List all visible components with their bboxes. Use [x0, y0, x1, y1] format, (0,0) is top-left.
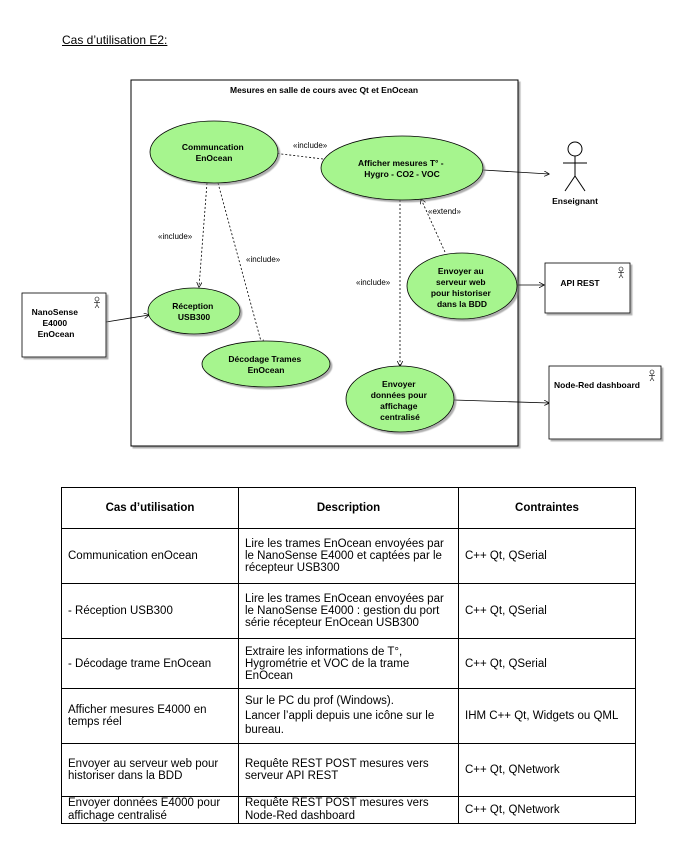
actor-stick-icon [649, 369, 655, 382]
header-contraintes: Contraintes [458, 487, 636, 529]
cell-constraints: C++ Qt, QSerial [458, 638, 636, 689]
cell-constraints: C++ Qt, QSerial [458, 528, 636, 584]
cell-description: Requête REST POST mesures vers Node-Red … [238, 795, 459, 825]
svg-text:Envoyer au serveur web: Envoyer au serveur web pour historiser d… [431, 266, 493, 309]
table-row: Envoyer données E4000 pour affichage cen… [61, 795, 636, 825]
cell-description: Lire les trames EnOcean envoyées par le … [238, 528, 459, 584]
use-case-envoyer-donnees: Envoyer données pour affichage centralis… [345, 365, 455, 433]
svg-text:Réception USB300: Réception USB300 [172, 301, 215, 322]
cell-case: Envoyer au serveur web pour historiser d… [61, 743, 239, 797]
label-include-4: «include» [356, 278, 391, 287]
include-communication-reception [199, 182, 208, 287]
header-cas: Cas d’utilisation [61, 487, 239, 529]
table-row: Envoyer au serveur web pour historiser d… [61, 743, 636, 797]
cell-description: Requête REST POST mesures vers serveur A… [238, 743, 459, 797]
svg-text:NanoSense E4000 En: NanoSense E4000 EnOcean [32, 307, 81, 339]
actor-api-rest: API REST [544, 262, 631, 314]
use-case-diagram: Mesures en salle de cours avec Qt et EnO… [21, 79, 662, 447]
cell-constraints: C++ Qt, QSerial [458, 583, 636, 639]
table-row: - Décodage trame EnOcean Extraire les in… [61, 638, 636, 689]
table-row: Communication enOcean Lire les trames En… [61, 528, 636, 584]
label-extend: «extend» [428, 207, 461, 216]
svg-text:Décodage Trames EnOcean: Décodage Trames EnOcean [228, 354, 303, 375]
svg-text:Afficher mesures T° - Hy: Afficher mesures T° - Hygro - CO2 - VOC [358, 158, 446, 179]
label-include-3: «include» [246, 255, 281, 264]
actor-node-red: Node-Red dashboard [548, 365, 662, 440]
actor-stick-icon [94, 296, 100, 309]
stick-figure-icon [563, 141, 587, 192]
actor-enseignant: Enseignant [552, 141, 598, 206]
use-case-historiser-bdd: Envoyer au serveur web pour historiser d… [406, 252, 518, 320]
svg-text:Node-Red dashboard: Node-Red dashboard [554, 380, 640, 390]
cell-description: Sur le PC du prof (Windows). Lancer l’ap… [238, 688, 459, 744]
svg-text:Enseignant: Enseignant [552, 196, 598, 206]
cell-case: - Décodage trame EnOcean [61, 638, 239, 689]
cell-case: Envoyer données E4000 pour affichage cen… [61, 795, 239, 825]
cell-case: Communication enOcean [61, 528, 239, 584]
cell-constraints: C++ Qt, QNetwork [458, 795, 636, 825]
actor-nanosense: NanoSense E4000 EnOcean [21, 292, 107, 358]
svg-text:API REST: API REST [560, 278, 600, 288]
table-header-row: Cas d’utilisation Description Contrainte… [61, 487, 636, 529]
use-case-reception-usb300: Réception USB300 [147, 287, 241, 335]
use-case-afficher-mesures: Afficher mesures T° - Hygro - CO2 - VOC [320, 135, 484, 201]
label-include-1: «include» [293, 141, 328, 150]
svg-text:Envoyer données pour: Envoyer données pour affichage centralis… [371, 379, 430, 422]
extend-historiser-afficher [421, 199, 446, 253]
assoc-nanosense-reception [105, 315, 149, 323]
svg-text:Communcation EnOcean: Communcation EnOcean [182, 142, 246, 163]
table-row: - Réception USB300 Lire les trames EnOce… [61, 583, 636, 639]
actor-stick-icon [618, 266, 624, 279]
use-case-decodage-trames: Décodage Trames EnOcean [201, 340, 331, 388]
cell-constraints: C++ Qt, QNetwork [458, 743, 636, 797]
label-include-2: «include» [158, 232, 193, 241]
use-case-table: Cas d’utilisation Description Contrainte… [61, 487, 636, 825]
cell-case: Afficher mesures E4000 en temps réel [61, 688, 239, 744]
page-title: Cas d’utilisation E2: [62, 33, 168, 47]
cell-description: Lire les trames EnOcean envoyées par le … [238, 583, 459, 639]
table-row: Afficher mesures E4000 en temps réel Sur… [61, 688, 636, 744]
cell-case: - Réception USB300 [61, 583, 239, 639]
cell-description: Extraire les informations de T°, Hygromé… [238, 638, 459, 689]
system-title: Mesures en salle de cours avec Qt et EnO… [230, 85, 418, 95]
header-description: Description [238, 487, 459, 529]
assoc-afficher-enseignant [482, 169, 549, 174]
cell-constraints: IHM C++ Qt, Widgets ou QML [458, 688, 636, 744]
include-afficher-communication [248, 150, 324, 160]
assoc-envoyer-nodered [453, 399, 549, 403]
use-case-communication: Communcation EnOcean [149, 120, 279, 184]
